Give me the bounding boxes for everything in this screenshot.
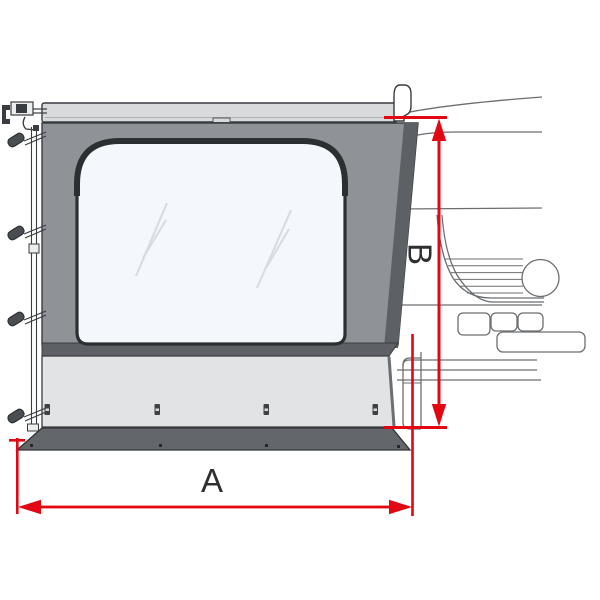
awning-support-bracket-icon: [393, 84, 412, 122]
pole-foot: [27, 423, 39, 432]
rafter-clips: [7, 131, 47, 424]
vehicle-lower-body-lines: [397, 359, 541, 381]
vehicle-outline: [397, 96, 586, 430]
vehicle-wheel-hub: [521, 258, 560, 298]
awning-side-panel: [2, 84, 419, 451]
dimension-a-arrow-left: [18, 499, 41, 515]
dimension-b-bottom-tick: [384, 426, 447, 429]
window-reflection: [135, 202, 292, 289]
dimension-b-top-tick: [384, 116, 447, 119]
tension-rafter-pole: [27, 127, 40, 432]
vehicle-body-line: [397, 207, 543, 210]
vehicle-roof-line: [399, 96, 543, 115]
window-top-trim: [74, 138, 348, 196]
skirt-right-edge: [387, 356, 396, 427]
dimension-a-left-extension: [16, 438, 19, 514]
dimension-a-left-tick: [9, 439, 25, 442]
base-flap: [15, 427, 412, 451]
vehicle-gutter-line: [404, 131, 542, 139]
base-flap-studs: [30, 444, 400, 448]
dimension-a-right-extension: [411, 334, 414, 516]
rafter-clip-icon: [7, 224, 47, 241]
vehicle-door-handle-group: [457, 312, 586, 353]
dimension-a-label: A: [201, 462, 223, 499]
dimension-b-arrow-up: [431, 118, 447, 141]
dimension-a-line: [22, 505, 408, 509]
rafter-clip-icon: [7, 407, 47, 424]
dimension-b-arrow-down: [431, 404, 447, 427]
dimension-b-line: [437, 136, 441, 410]
rafter-clip-icon: [7, 310, 47, 327]
skirt-clip-icon: [372, 404, 378, 415]
skirt-clip-icon: [44, 404, 50, 415]
panel-right-edge-band: [384, 123, 418, 348]
vehicle-wheel-arch-inner: [441, 214, 544, 303]
dimension-b: B: [384, 116, 447, 429]
dimension-a: A: [9, 334, 414, 516]
rafter-clip-icon: [7, 131, 47, 148]
skirt-clip-icon: [263, 404, 269, 415]
skirt-clip-icon: [154, 404, 160, 415]
panel-window: [75, 139, 347, 346]
dimension-b-label: B: [402, 243, 439, 265]
cassette-end-cap-icon: [2, 101, 47, 131]
dimension-a-arrow-right: [389, 499, 412, 515]
cassette-notch: [212, 117, 231, 123]
panel-skirt: [41, 355, 395, 428]
vehicle-step-slats: [445, 258, 523, 294]
